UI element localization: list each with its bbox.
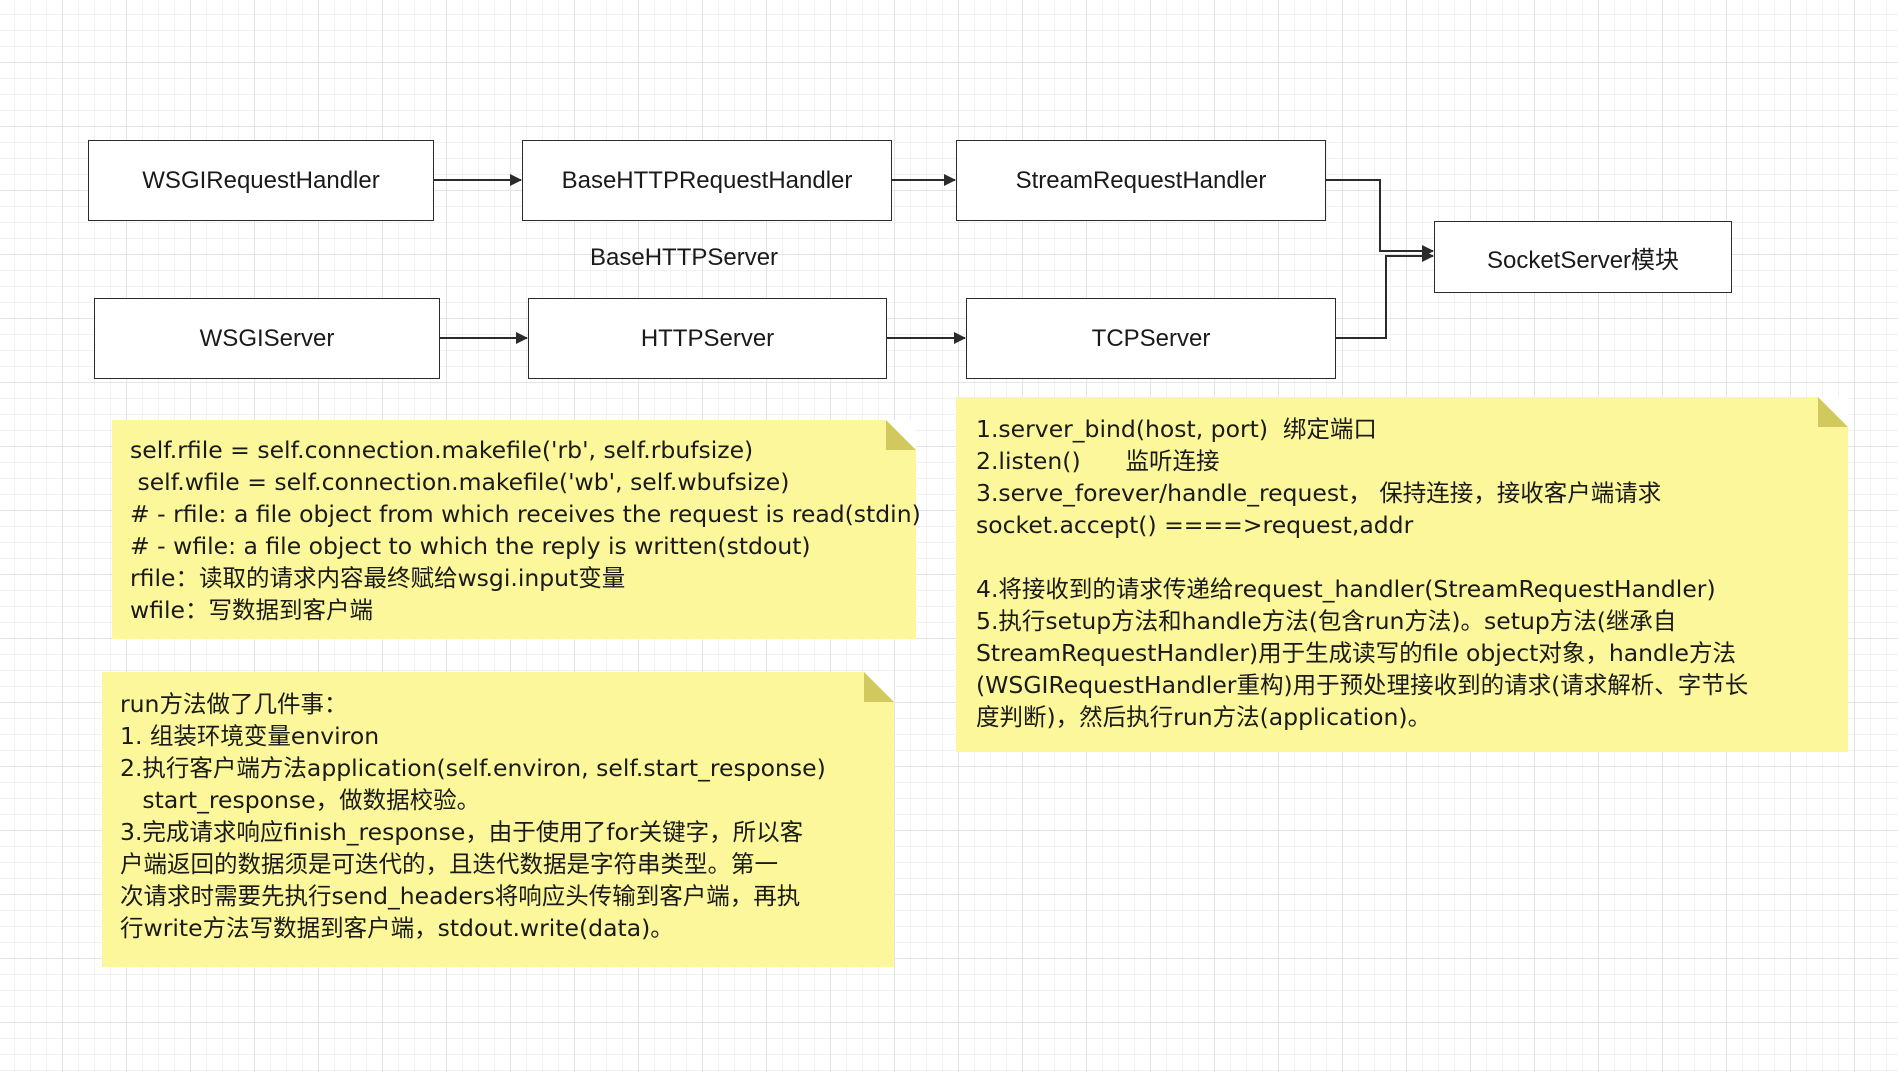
node-wsgiserver[interactable]: WSGIServer — [94, 298, 440, 379]
node-label: HTTPServer — [640, 324, 775, 352]
node-label: TCPServer — [1091, 324, 1211, 352]
arrow-streamrequesthandler-to-socketserver — [1326, 179, 1434, 257]
node-socketserver-module[interactable]: SocketServer模块 — [1434, 221, 1732, 293]
note-run-method[interactable]: run方法做了几件事： 1. 组装环境变量environ 2.执行客户端方法appl… — [102, 672, 894, 967]
note-line: rfile：读取的请求内容最终赋给wsgi.input变量 — [130, 564, 626, 592]
note-line: 1. 组装环境变量environ — [120, 722, 380, 750]
note-line: 行write方法写数据到客户端，stdout.write(data)。 — [120, 914, 674, 942]
note-line: 5.执行setup方法和handle方法(包含run方法)。setup方法(继承… — [976, 607, 1677, 635]
node-streamrequesthandler[interactable]: StreamRequestHandler — [956, 140, 1326, 221]
note-line: self.wfile = self.connection.makefile('w… — [130, 468, 790, 496]
note-line: 1.server_bind(host, port) 绑定端口 — [976, 415, 1377, 443]
node-label: WSGIServer — [199, 324, 335, 352]
node-basehttprequesthandler[interactable]: BaseHTTPRequestHandler — [522, 140, 892, 221]
note-line: self.rfile = self.connection.makefile('r… — [130, 436, 754, 464]
note-fold-corner — [1818, 397, 1848, 427]
note-socketserver-steps[interactable]: 1.server_bind(host, port) 绑定端口 2.listen()… — [956, 397, 1848, 752]
note-line: 3.完成请求响应finish_response，由于使用了for关键字，所以客 — [120, 818, 804, 846]
note-rfile-wfile[interactable]: self.rfile = self.connection.makefile('r… — [112, 420, 921, 639]
note-text: 1.server_bind(host, port) 绑定端口 2.listen()… — [976, 413, 1748, 733]
note-line: 4.将接收到的请求传递给request_handler(StreamReques… — [976, 575, 1716, 603]
note-line: socket.accept() ====>request,addr — [976, 511, 1414, 539]
note-line — [976, 541, 1748, 573]
node-label: StreamRequestHandler — [1015, 166, 1267, 194]
note-line: # - wfile: a file object to which the re… — [130, 532, 811, 560]
note-line: 次请求时需要先执行send_headers将响应头传输到客户端，再执 — [120, 882, 801, 910]
node-tcpserver[interactable]: TCPServer — [966, 298, 1336, 379]
note-line: 度判断)，然后执行run方法(application)。 — [976, 703, 1432, 731]
note-line: 户端返回的数据须是可迭代的，且迭代数据是字符串类型。第一 — [120, 850, 778, 878]
note-fold-corner — [864, 672, 894, 702]
module-label-basehttpserver: BaseHTTPServer — [590, 244, 779, 271]
note-text: run方法做了几件事： 1. 组装环境变量environ 2.执行客户端方法appl… — [120, 688, 826, 944]
node-label: SocketServer模块 — [1486, 246, 1680, 274]
note-line: 2.listen() 监听连接 — [976, 447, 1220, 475]
note-fold-corner — [886, 420, 916, 450]
note-line: 3.serve_forever/handle_request， 保持连接，接收客… — [976, 479, 1662, 507]
node-label: WSGIRequestHandler — [142, 166, 380, 194]
note-line: start_response，做数据校验。 — [120, 786, 481, 814]
arrow-tcpserver-to-socketserver — [1336, 250, 1434, 339]
note-line: 2.执行客户端方法application(self.environ, self.… — [120, 754, 826, 782]
node-httpserver[interactable]: HTTPServer — [528, 298, 887, 379]
note-line: wfile：写数据到客户端 — [130, 596, 374, 624]
node-wsgirequesthandler[interactable]: WSGIRequestHandler — [88, 140, 434, 221]
note-line: StreamRequestHandler)用于生成读写的file object对… — [976, 639, 1736, 667]
note-line: # - rfile: a file object from which rece… — [130, 500, 921, 528]
note-text: self.rfile = self.connection.makefile('r… — [130, 434, 921, 626]
note-line: run方法做了几件事： — [120, 690, 348, 718]
note-line: (WSGIRequestHandler重构)用于预处理接收到的请求(请求解析、字… — [976, 671, 1749, 699]
node-label: BaseHTTPRequestHandler — [561, 166, 853, 194]
